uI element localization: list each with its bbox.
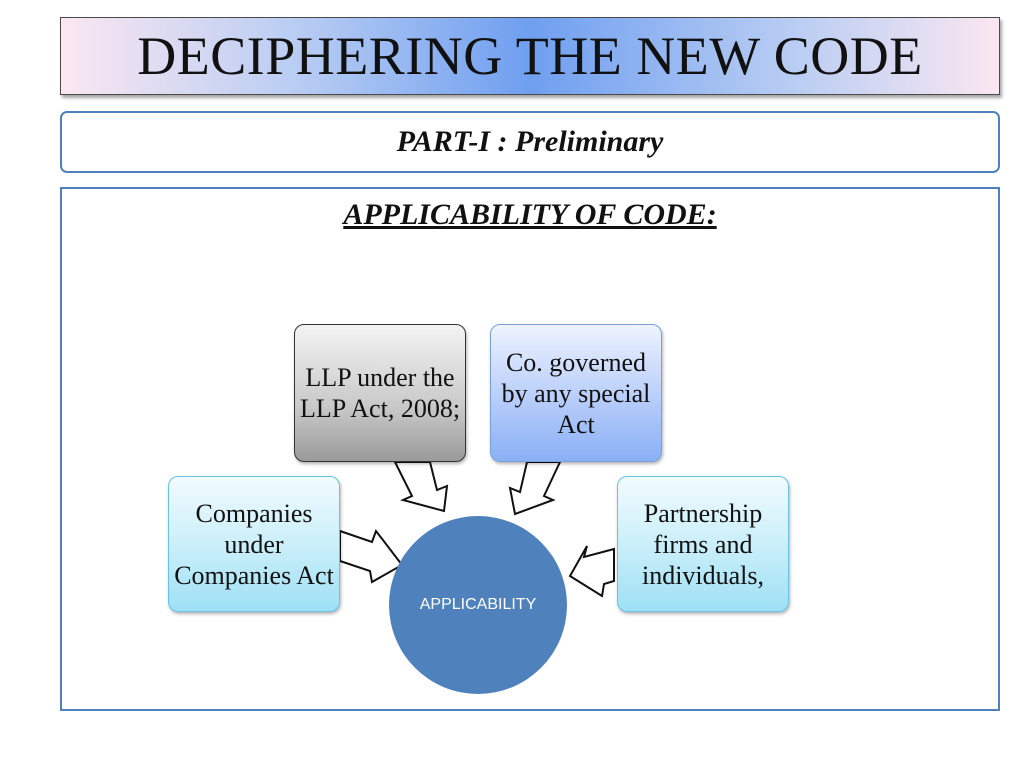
node-companies-label: Companies under Companies Act xyxy=(174,498,334,590)
section-heading: APPLICABILITY OF CODE: xyxy=(343,198,717,231)
hub-circle: APPLICABILITY xyxy=(389,516,567,694)
node-co-special-act-label: Co. governed by any special Act xyxy=(501,347,651,439)
arrow-companies xyxy=(339,528,404,584)
node-co-special-act: Co. governed by any special Act xyxy=(490,324,662,462)
title-banner: DECIPHERING THE NEW CODE xyxy=(60,17,1000,95)
hub-label: APPLICABILITY xyxy=(419,596,537,613)
node-partnership: Partnership firms and individuals, xyxy=(617,476,789,612)
node-llp: LLP under the LLP Act, 2008; xyxy=(294,324,466,462)
node-companies: Companies under Companies Act xyxy=(168,476,340,612)
arrow-llp xyxy=(393,461,449,513)
subtitle-box: PART-I : Preliminary xyxy=(60,111,1000,173)
page-subtitle: PART-I : Preliminary xyxy=(396,125,664,158)
node-partnership-label: Partnership firms and individuals, xyxy=(641,498,765,590)
node-llp-label: LLP under the LLP Act, 2008; xyxy=(299,363,461,423)
arrow-co-special xyxy=(508,461,562,516)
arrow-partnership xyxy=(568,545,615,598)
page-title: DECIPHERING THE NEW CODE xyxy=(137,26,923,86)
